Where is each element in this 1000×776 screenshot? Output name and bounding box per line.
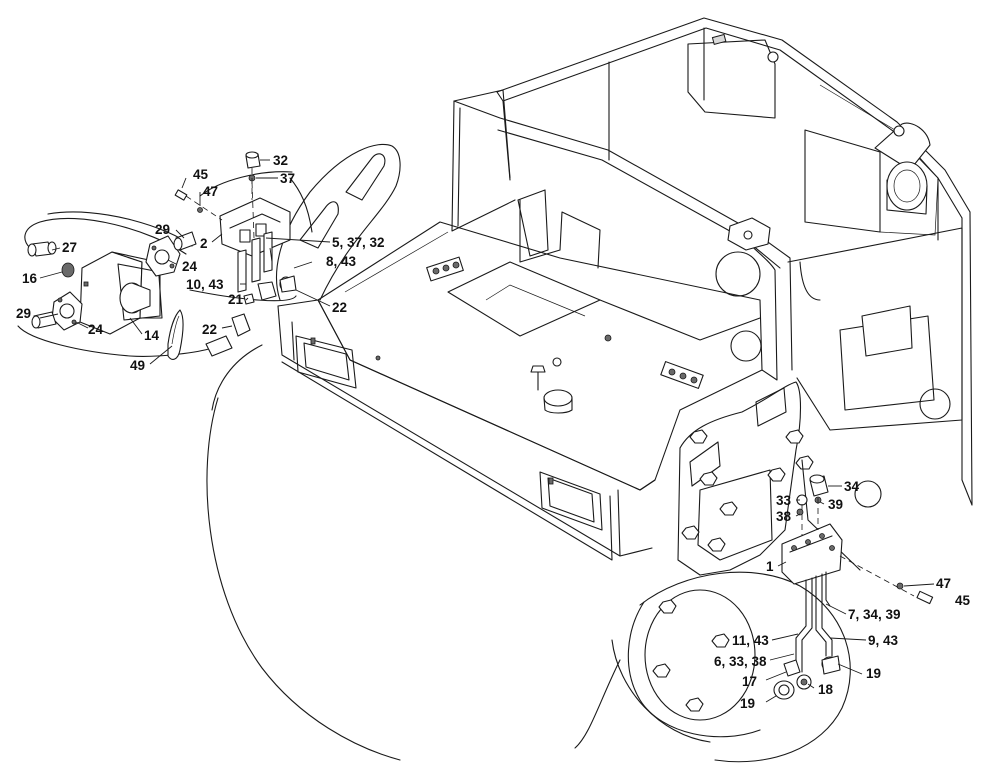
bolt-45-upper: [174, 189, 188, 201]
callout-5-37-32: 5, 37, 32: [332, 235, 385, 250]
callout-17: 17: [742, 674, 757, 689]
callout-7-34-39: 7, 34, 39: [848, 607, 901, 622]
callout-27: 27: [62, 240, 77, 255]
valve-assembly: [773, 474, 934, 700]
roller-drum: [206, 344, 851, 763]
callout-16: 16: [22, 271, 38, 286]
callout-24-lower: 24: [88, 322, 104, 337]
callout-49: 49: [130, 358, 145, 373]
deck-clamps: [426, 256, 704, 389]
callout-33: 33: [776, 493, 792, 508]
callout-45-lower: 45: [955, 593, 971, 608]
callout-29-lower: 29: [16, 306, 31, 321]
cab-top-bolts: [711, 33, 905, 137]
bracket-1: [781, 523, 843, 585]
callout-38: 38: [776, 509, 792, 524]
leader-lines: [39, 159, 935, 703]
callout-24-upper: 24: [182, 259, 198, 274]
callout-22-upper: 22: [332, 300, 347, 315]
fitting-16: [61, 262, 75, 278]
callout-11-43: 11, 43: [732, 633, 769, 648]
callout-22-lower: 22: [202, 322, 217, 337]
callout-6-33-38: 6, 33, 38: [714, 654, 767, 669]
callout-47-lower: 47: [936, 576, 951, 591]
callout-29-upper: 29: [155, 222, 170, 237]
fitting-27: [27, 241, 57, 257]
fitting-29-upper: [173, 231, 197, 251]
hydraulic-pump: [79, 251, 163, 335]
elbow-22-upper: [257, 275, 297, 301]
machine-frame: [276, 17, 973, 576]
callout-32-upper: 32: [273, 153, 288, 168]
fitting-19-left: [773, 680, 795, 700]
washer-38: [796, 508, 804, 516]
washer-47-upper: [197, 207, 203, 213]
drum-bolt-holes: [652, 599, 730, 712]
muffler-stack: [874, 122, 931, 215]
callout-47-upper: 47: [203, 184, 218, 199]
flange-lower: [51, 291, 83, 331]
cap-32-upper: [245, 151, 261, 169]
strap-49: [167, 309, 184, 360]
fitting-19-right: [821, 655, 841, 675]
tubes-7-9-11: [795, 571, 833, 673]
callout-14: 14: [144, 328, 160, 343]
callout-39: 39: [828, 497, 843, 512]
callout-34: 34: [844, 479, 860, 494]
callout-19-right: 19: [866, 666, 881, 681]
callout-19-left: 19: [740, 696, 755, 711]
flange-upper: [145, 235, 181, 277]
elbow-22-lower: [205, 313, 251, 357]
bolt-45-lower: [916, 590, 934, 605]
fitting-17: [783, 659, 801, 677]
callout-37-upper: 37: [280, 171, 295, 186]
callout-8-43: 8, 43: [326, 254, 357, 269]
callout-labels: 32 37 45 47 29 2 5, 37, 32 27 24 8, 43 1…: [16, 153, 971, 711]
tubes-8-10: [237, 231, 273, 293]
callout-21: 21: [228, 292, 244, 307]
washer-47-lower: [896, 582, 904, 590]
callout-18: 18: [818, 682, 834, 697]
callout-2: 2: [200, 236, 208, 251]
callout-9-43: 9, 43: [868, 633, 899, 648]
callout-45-upper: 45: [193, 167, 209, 182]
callout-1: 1: [766, 559, 774, 574]
fitting-29-lower: [31, 311, 57, 329]
pump-assembly: [17, 151, 313, 360]
fitting-18: [796, 674, 812, 690]
cap-34: [809, 474, 829, 497]
plate-bolts: [681, 429, 814, 552]
deck-fittings: [375, 334, 612, 414]
callout-10-43: 10, 43: [186, 277, 224, 292]
fitting-21: [243, 293, 255, 305]
